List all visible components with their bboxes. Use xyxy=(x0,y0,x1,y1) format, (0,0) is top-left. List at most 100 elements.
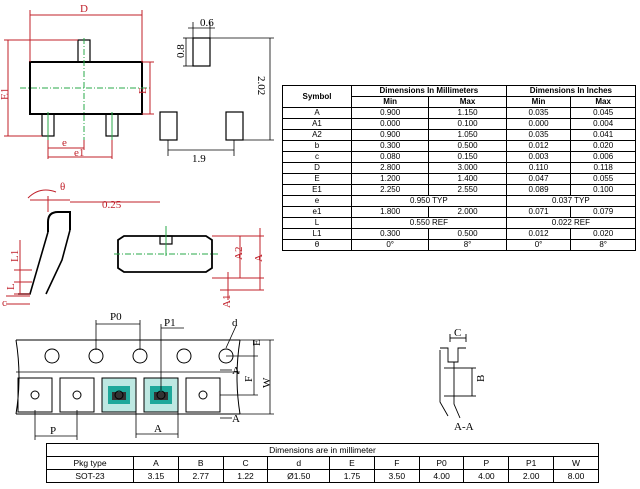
table-cell: b xyxy=(282,140,352,152)
table-cell: 0.020 xyxy=(570,228,636,240)
label-W: W xyxy=(261,377,273,388)
side-view-drawing xyxy=(6,189,160,305)
label-P0: P0 xyxy=(110,311,122,323)
table-cell: 0.004 xyxy=(570,118,636,130)
tape-pockets xyxy=(17,377,221,413)
label-A1: A1 xyxy=(221,295,233,308)
package-dimension-table: Symbol Dimensions In Millimeters Dimensi… xyxy=(282,85,637,251)
table-cell: L1 xyxy=(282,228,352,240)
section-drawing xyxy=(439,334,476,419)
tape-value-cell: 2.00 xyxy=(508,469,555,483)
table-cell: 0.006 xyxy=(570,151,636,163)
table-cell: 0.035 xyxy=(505,107,572,119)
table-cell: 1.400 xyxy=(428,173,507,185)
table-cell: θ xyxy=(282,239,352,251)
label-c: c xyxy=(2,297,7,309)
table-cell: 0.055 xyxy=(570,173,636,185)
label-theta: θ xyxy=(60,181,65,193)
table-cell: e xyxy=(282,195,352,207)
tape-value-cell: 4.00 xyxy=(418,469,465,483)
table-cell: L xyxy=(282,217,352,229)
tape-value-cell: 4.00 xyxy=(463,469,510,483)
table-cell: 2.000 xyxy=(428,206,507,218)
label-1-9: 1.9 xyxy=(192,153,206,165)
tape-header-cell: P0 xyxy=(418,456,465,470)
label-0-25: 0.25 xyxy=(102,199,122,211)
tape-header-cell: d xyxy=(267,456,331,470)
header-in-min: Min xyxy=(505,96,572,108)
label-e1: e1 xyxy=(74,147,84,159)
table-cell: 2.250 xyxy=(350,184,430,196)
table-cell: 2.550 xyxy=(428,184,507,196)
table-cell: 8° xyxy=(428,239,507,251)
table-cell: A xyxy=(282,107,352,119)
tape-value-cell: 1.22 xyxy=(222,469,269,483)
table-cell: 0.089 xyxy=(505,184,572,196)
table-cell: 0.080 xyxy=(350,151,430,163)
label-tape-A: A xyxy=(154,423,162,435)
table-cell: 0.118 xyxy=(570,162,636,174)
table-cell: 0.079 xyxy=(570,206,636,218)
label-E1: E1 xyxy=(0,88,11,100)
tape-header-cell: A xyxy=(133,456,179,470)
label-0-8: 0.8 xyxy=(175,44,187,58)
dim-table-subheader-row: Min Max Min Max xyxy=(283,96,636,108)
table-cell: 0.035 xyxy=(505,129,572,141)
tape-header-cell: E xyxy=(329,456,375,470)
table-cell: 0.500 xyxy=(428,140,507,152)
tape-value-cell: 3.50 xyxy=(373,469,420,483)
tape-table-title-row: Dimensions are in millimeter xyxy=(46,443,599,457)
header-mm-max: Max xyxy=(428,96,507,108)
tape-value-cell: 1.75 xyxy=(329,469,375,483)
table-cell: 0.012 xyxy=(505,140,572,152)
table-cell: 8° xyxy=(570,239,636,251)
tape-header-cell: B xyxy=(177,456,224,470)
tape-header-cell: Pkg type xyxy=(45,456,135,470)
table-cell: 0.020 xyxy=(570,140,636,152)
dim-table-header-row: Symbol Dimensions In Millimeters Dimensi… xyxy=(282,85,637,108)
header-millimeters: Dimensions In Millimeters xyxy=(351,85,507,97)
table-cell: 0.900 xyxy=(350,107,430,119)
tape-value-cell: 2.77 xyxy=(177,469,224,483)
tape-header-cell: P xyxy=(463,456,510,470)
section-caption: A-A xyxy=(454,421,474,433)
front-view-drawing xyxy=(114,226,264,300)
table-cell: 0.150 xyxy=(428,151,507,163)
table-cell: A2 xyxy=(282,129,352,141)
tape-header-cell: W xyxy=(553,456,599,470)
tape-value-cell: 3.15 xyxy=(133,469,179,483)
label-P1: P1 xyxy=(164,317,176,329)
table-cell: 0.003 xyxy=(505,151,572,163)
tape-header-cell: C xyxy=(222,456,269,470)
table-cell: 0.900 xyxy=(350,129,430,141)
tape-value-cell: Ø1.50 xyxy=(267,469,331,483)
table-cell: 3.000 xyxy=(428,162,507,174)
label-section-marker-top: A xyxy=(232,365,240,377)
table-cell: 1.050 xyxy=(428,129,507,141)
table-cell: 0.045 xyxy=(570,107,636,119)
table-cell: 0.012 xyxy=(505,228,572,240)
tape-header-cell: P1 xyxy=(508,456,555,470)
table-cell: 0.550 REF xyxy=(351,217,507,229)
label-tape-E: E xyxy=(251,339,263,346)
table-cell: D xyxy=(282,162,352,174)
footprint-drawing xyxy=(159,22,274,156)
table-cell: 0.041 xyxy=(570,129,636,141)
table-cell: A1 xyxy=(282,118,352,130)
label-e: e xyxy=(62,137,67,149)
label-2-02: 2.02 xyxy=(255,76,267,95)
